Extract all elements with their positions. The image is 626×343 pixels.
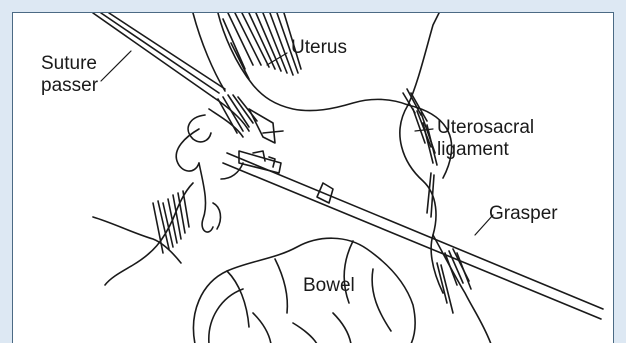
- uterosacral-ligament-label: Uterosacral ligament: [437, 117, 534, 161]
- uterosacral-ligament-label-line1: Uterosacral: [437, 117, 534, 139]
- grasper-label: Grasper: [489, 203, 558, 225]
- uterus-label: Uterus: [291, 37, 347, 59]
- uterosacral-ligament-label-line2: ligament: [437, 139, 534, 161]
- peritoneal-tissue-drawing: [93, 183, 193, 285]
- suture-passer-drawing: [93, 13, 225, 97]
- ligament-bundle-drawing: [209, 95, 283, 143]
- uterus-drawing: [193, 13, 441, 111]
- suture-passer-label-line1: Suture: [41, 53, 98, 75]
- anatomical-illustration: Suture passer Uterus Uterosacral ligamen…: [12, 12, 614, 343]
- suture-passer-label-line2: passer: [41, 75, 98, 97]
- bowel-label: Bowel: [303, 275, 355, 297]
- suture-loop-drawing: [176, 115, 220, 232]
- grasper-drawing: [221, 151, 603, 319]
- suture-passer-label: Suture passer: [41, 53, 98, 97]
